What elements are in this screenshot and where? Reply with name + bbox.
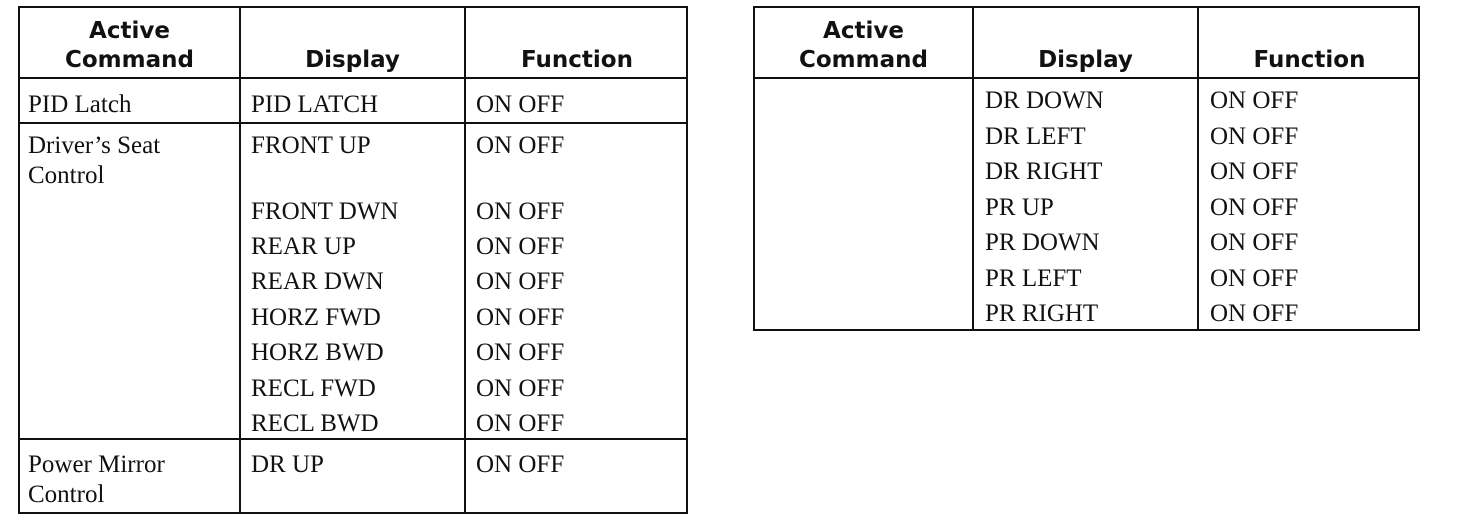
header-divider — [20, 77, 686, 79]
group-divider — [20, 122, 686, 124]
display-cell: DR LEFT — [985, 123, 1086, 150]
column-divider — [1197, 8, 1199, 329]
header-active-command: Active Command — [799, 18, 928, 73]
display-cell: PID LATCH — [251, 91, 379, 118]
column-divider — [972, 8, 974, 329]
display-cell: REAR UP — [251, 233, 356, 260]
column-divider — [464, 8, 466, 512]
display-cell: HORZ BWD — [251, 339, 384, 366]
display-cell: FRONT UP — [251, 132, 371, 159]
command-label: PID Latch — [28, 91, 132, 118]
column-divider — [239, 8, 241, 512]
display-cell: PR DOWN — [985, 229, 1100, 256]
display-cell: PR RIGHT — [985, 300, 1099, 327]
left-command-table: Active Command Display Function PID Latc… — [18, 6, 688, 514]
function-cell: ON OFF — [476, 410, 565, 437]
display-cell: RECL FWD — [251, 375, 376, 402]
command-label: Power Mirror Control — [28, 451, 165, 508]
header-active-command: Active Command — [65, 18, 194, 73]
function-cell: ON OFF — [1210, 158, 1299, 185]
header-function: Function — [520, 47, 633, 73]
function-cell: ON OFF — [476, 339, 565, 366]
group-divider — [20, 438, 686, 440]
header-function: Function — [1253, 47, 1366, 73]
function-cell: ON OFF — [476, 233, 565, 260]
display-cell: FRONT DWN — [251, 198, 399, 225]
function-cell: ON OFF — [1210, 87, 1299, 114]
function-cell: ON OFF — [476, 304, 565, 331]
function-cell: ON OFF — [476, 451, 565, 478]
function-cell: ON OFF — [476, 375, 565, 402]
function-cell: ON OFF — [476, 198, 565, 225]
header-display: Display — [1038, 47, 1133, 73]
function-cell: ON OFF — [1210, 300, 1299, 327]
function-cell: ON OFF — [1210, 265, 1299, 292]
function-cell: ON OFF — [476, 268, 565, 295]
display-cell: PR UP — [985, 194, 1054, 221]
display-cell: HORZ FWD — [251, 304, 381, 331]
display-cell: DR RIGHT — [985, 158, 1103, 185]
function-cell: ON OFF — [1210, 123, 1299, 150]
header-display: Display — [305, 47, 400, 73]
command-label: Driver’s Seat Control — [28, 132, 161, 189]
display-cell: REAR DWN — [251, 268, 384, 295]
function-cell: ON OFF — [1210, 194, 1299, 221]
function-cell: ON OFF — [1210, 229, 1299, 256]
display-cell: DR UP — [251, 451, 324, 478]
display-cell: DR DOWN — [985, 87, 1104, 114]
header-divider — [755, 77, 1418, 79]
function-cell: ON OFF — [476, 132, 565, 159]
display-cell: RECL BWD — [251, 410, 379, 437]
function-cell: ON OFF — [476, 91, 565, 118]
right-command-table: Active Command Display Function DR DOWN … — [753, 6, 1420, 331]
display-cell: PR LEFT — [985, 265, 1082, 292]
